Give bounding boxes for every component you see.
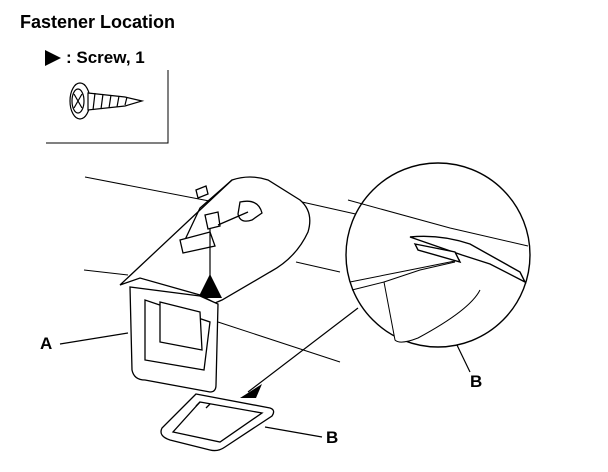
callout-a: A bbox=[40, 334, 53, 353]
legend-label: : Screw, 1 bbox=[66, 48, 145, 67]
diagram-title: Fastener Location bbox=[20, 12, 176, 32]
fastener-legend: : Screw, 1 bbox=[44, 48, 145, 68]
upper-housing bbox=[119, 176, 311, 304]
dash-lines bbox=[83, 176, 361, 363]
exploded-arrow-head bbox=[240, 384, 262, 398]
callout-b-detail: B bbox=[470, 372, 483, 391]
detail-view bbox=[345, 162, 531, 348]
cover-a bbox=[129, 286, 219, 393]
screw-locator bbox=[198, 228, 222, 298]
screw-icon bbox=[69, 82, 145, 120]
triangle-arrow-icon bbox=[45, 50, 61, 66]
screw-frame bbox=[46, 70, 169, 144]
cap-b bbox=[160, 393, 275, 452]
callout-b-cap: B bbox=[326, 428, 339, 447]
